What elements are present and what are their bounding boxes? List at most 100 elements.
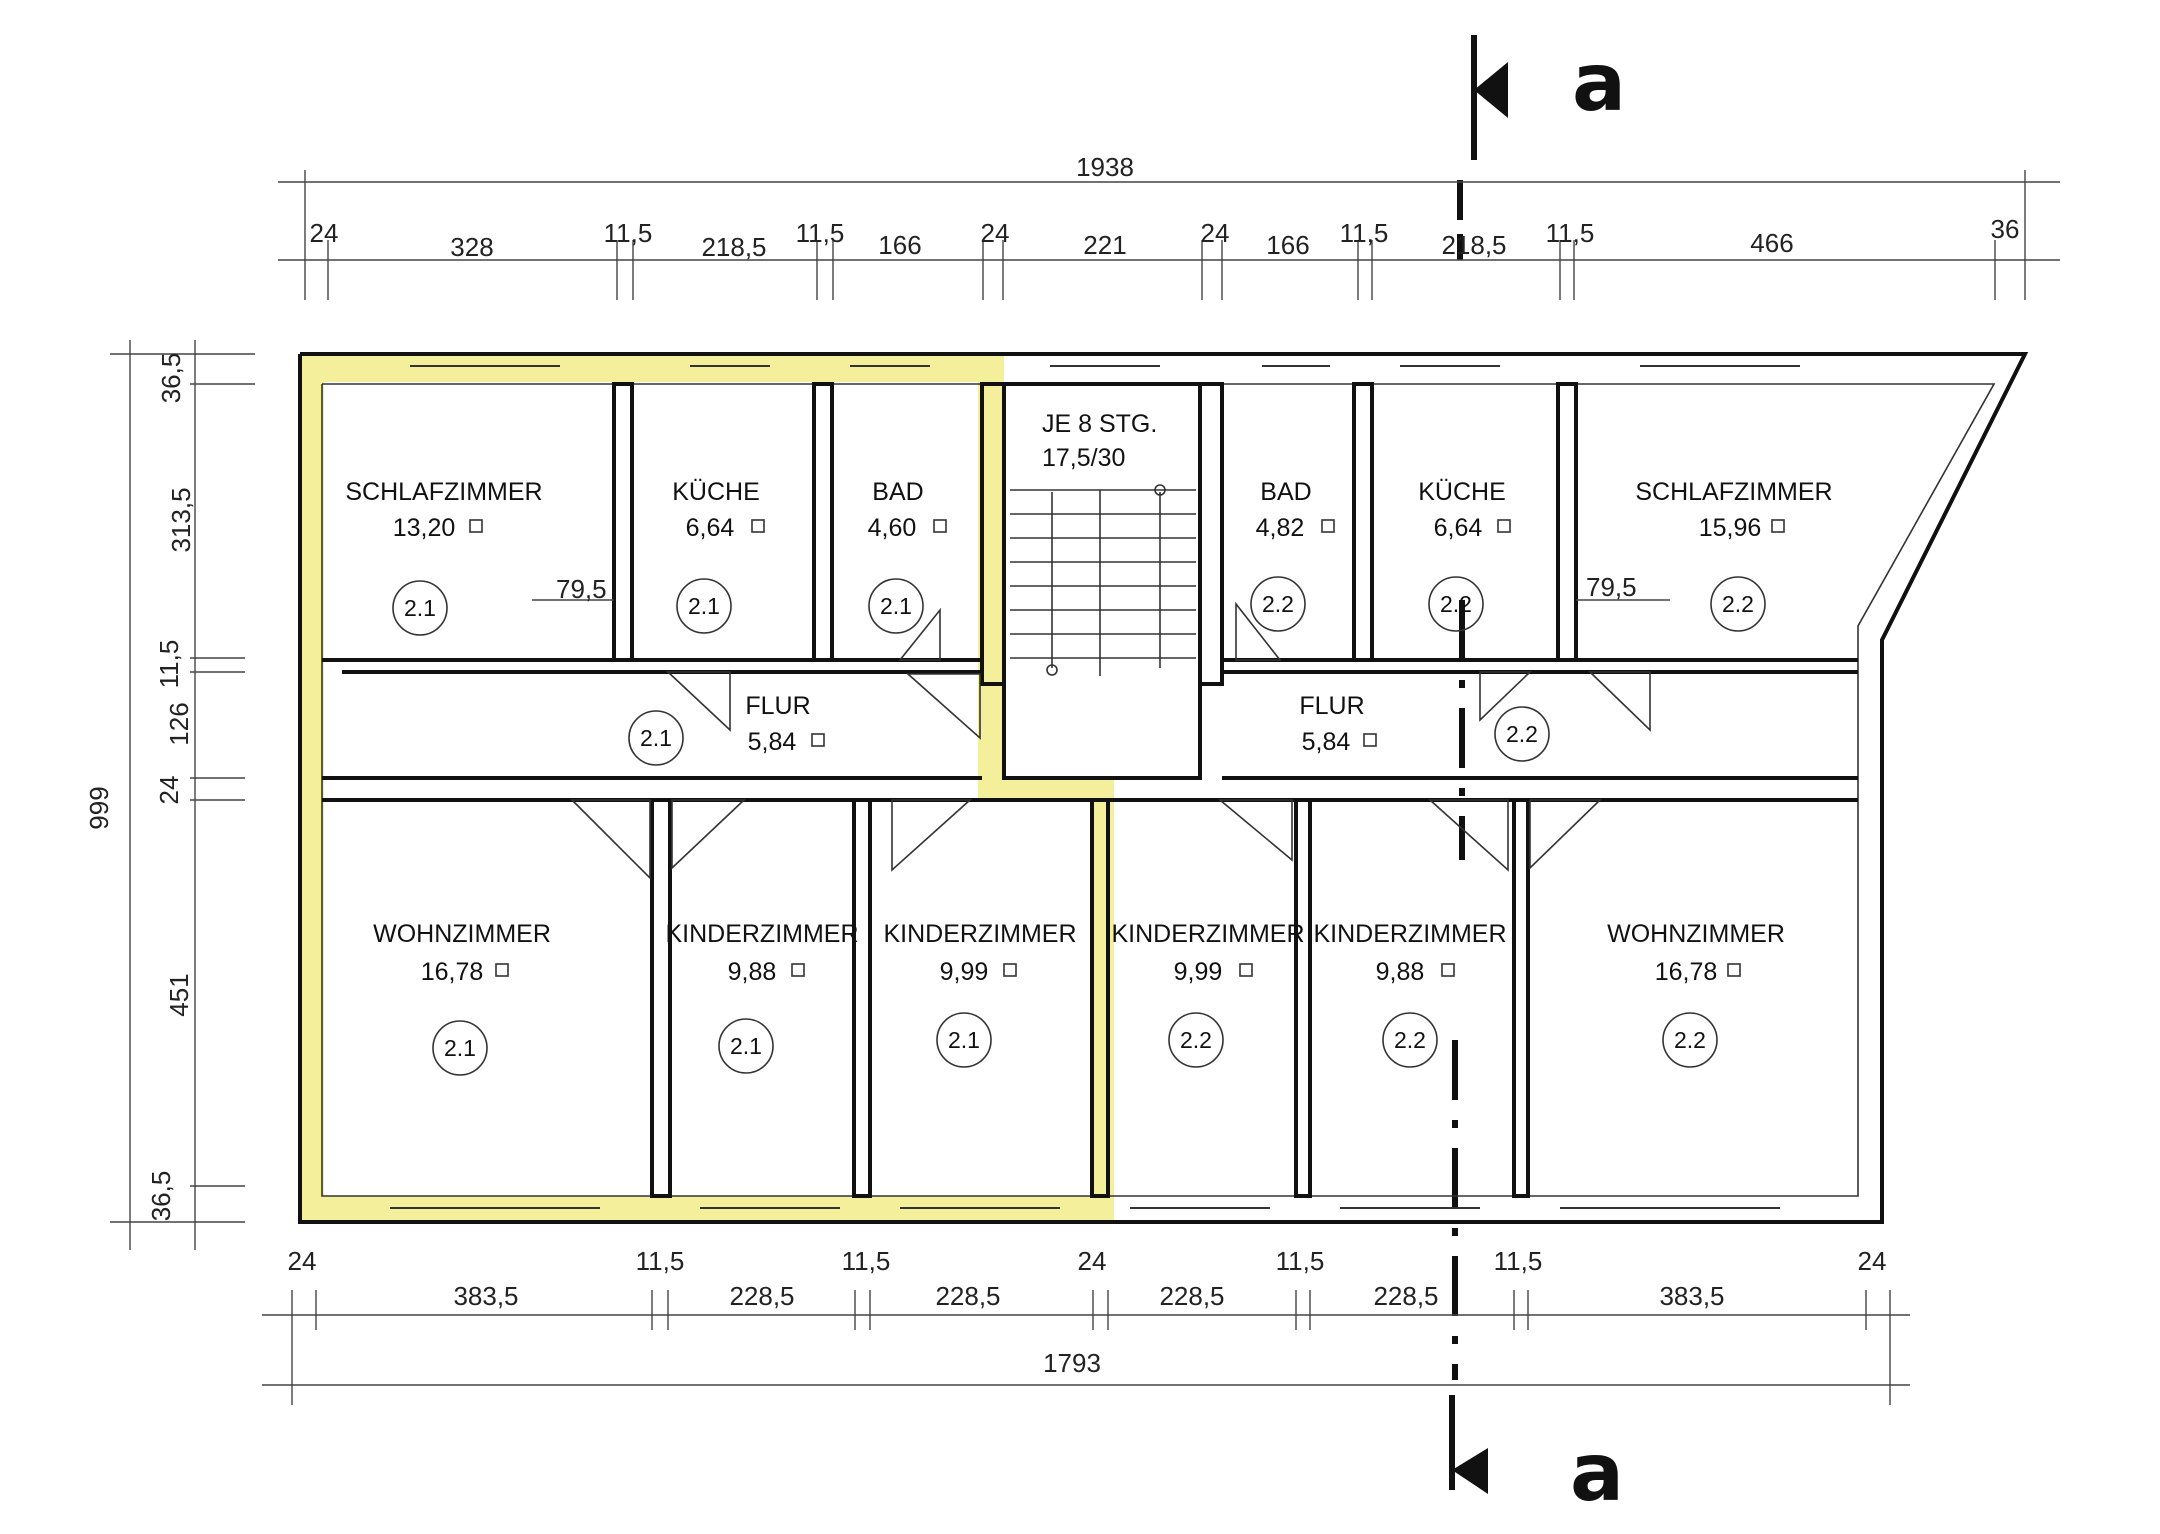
dim-bottom-total: 1793 (1043, 1348, 1101, 1378)
dim-top-seg: 166 (878, 230, 921, 260)
room-area: 16,78 (421, 958, 484, 986)
dim-bottom-seg: 11,5 (1276, 1246, 1325, 1276)
room-name: KINDERZIMMER (1111, 920, 1304, 948)
dim-top-seg: 36 (1991, 214, 2020, 244)
area-unit-square (1363, 733, 1377, 747)
dim-top-seg: 328 (450, 232, 493, 262)
staircase (1010, 484, 1196, 676)
room-name: KINDERZIMMER (665, 920, 858, 948)
dim-top-seg: 11,5 (1340, 218, 1389, 248)
room-area: 9,88 (728, 958, 777, 986)
dim-left-total: 999 (84, 786, 114, 829)
room: KINDERZIMMER 9,99 2.2 (1111, 920, 1305, 1068)
top-dimension-lines (278, 170, 2060, 300)
door-swings (570, 601, 1651, 880)
dim-top-seg: 11,5 (604, 218, 653, 248)
dim-bottom-seg: 24 (288, 1246, 317, 1276)
dim-top-seg: 11,5 (1546, 218, 1595, 248)
dim-left-seg: 36,5 (146, 1171, 176, 1222)
room-area: 5,84 (1302, 728, 1351, 756)
left-dimension-lines (110, 340, 255, 1250)
area-unit-square (1441, 963, 1455, 977)
section-line (1449, 35, 1508, 1494)
room: WOHNZIMMER 16,78 2.2 (1607, 920, 1785, 1068)
room-area: 13,20 (393, 514, 456, 542)
outer-walls (298, 352, 2029, 1224)
room-area: 4,60 (868, 514, 917, 542)
unit-circle (718, 1018, 774, 1074)
stair-label-ratio: 17,5/30 (1042, 444, 1125, 472)
unit-tag: 2.1 (404, 595, 436, 621)
dim-top-seg: 24 (310, 218, 339, 248)
unit-circle (1662, 1012, 1718, 1068)
area-unit-square (1239, 963, 1253, 977)
room-area: 4,82 (1256, 514, 1305, 542)
room-name: KINDERZIMMER (1313, 920, 1506, 948)
unit-tag: 2.2 (1394, 1027, 1426, 1053)
room-area: 6,64 (686, 514, 735, 542)
unit-circle (1710, 576, 1766, 632)
area-unit-square (933, 519, 947, 533)
room-area: 9,99 (1174, 958, 1223, 986)
unit-tag: 2.2 (1180, 1027, 1212, 1053)
dim-bottom-seg: 228,5 (1159, 1281, 1224, 1311)
dim-bottom-seg: 383,5 (1659, 1281, 1724, 1311)
section-letter-bottom: a (1570, 1426, 1624, 1519)
dim-left-seg: 126 (164, 702, 194, 745)
room: FLUR 5,84 2.2 (1299, 692, 1550, 762)
unit-circle (936, 1012, 992, 1068)
dim-bottom-seg: 383,5 (453, 1281, 518, 1311)
room-area: 9,88 (1376, 958, 1425, 986)
dim-offset-right: 79,5 (1586, 572, 1637, 602)
dim-bottom-seg: 11,5 (1494, 1246, 1543, 1276)
area-unit-square (1321, 519, 1335, 533)
room-name: FLUR (745, 692, 810, 720)
room-area: 6,64 (1434, 514, 1483, 542)
room: WOHNZIMMER 16,78 2.1 (373, 920, 551, 1076)
area-unit-square (469, 519, 483, 533)
unit-tag: 2.1 (640, 725, 672, 751)
room-name: SCHLAFZIMMER (345, 478, 542, 506)
unit-circle (868, 578, 924, 634)
room: FLUR 5,84 2.1 (628, 692, 825, 766)
dim-left-seg: 11,5 (154, 640, 184, 689)
room: BAD 4,60 2.1 (868, 478, 947, 634)
section-letter-top: a (1572, 36, 1626, 129)
room: KINDERZIMMER 9,99 2.1 (883, 920, 1077, 1068)
dim-bottom-seg: 228,5 (935, 1281, 1000, 1311)
unit-circle (1250, 576, 1306, 632)
dim-top-seg: 166 (1266, 230, 1309, 260)
room-name: BAD (1260, 478, 1311, 506)
unit-circle (628, 710, 684, 766)
dim-top-seg: 218,5 (1441, 230, 1506, 260)
room-name: WOHNZIMMER (1607, 920, 1785, 948)
dim-top-seg: 221 (1083, 230, 1126, 260)
dim-top-seg: 24 (981, 218, 1010, 248)
dim-left-seg: 24 (154, 776, 184, 805)
area-unit-square (495, 963, 509, 977)
dim-bottom-seg: 11,5 (842, 1246, 891, 1276)
room-area: 5,84 (748, 728, 797, 756)
dim-top-total: 1938 (1076, 152, 1134, 182)
area-unit-square (1771, 519, 1785, 533)
dim-top-seg: 24 (1201, 218, 1230, 248)
dim-top-seg: 466 (1750, 228, 1793, 258)
area-unit-square (1727, 963, 1741, 977)
bottom-dimension-lines (262, 1290, 1910, 1405)
stair-label-steps: JE 8 STG. (1042, 410, 1157, 438)
dim-bottom-seg: 11,5 (636, 1246, 685, 1276)
room: KÜCHE 6,64 2.2 (1418, 478, 1511, 632)
room-name: KÜCHE (672, 478, 760, 506)
unit-circle (1494, 706, 1550, 762)
area-unit-square (751, 519, 765, 533)
unit-tag: 2.1 (948, 1027, 980, 1053)
room-name: BAD (872, 478, 923, 506)
room-name: KINDERZIMMER (883, 920, 1076, 948)
area-unit-square (1497, 519, 1511, 533)
room-name: KÜCHE (1418, 478, 1506, 506)
area-unit-square (1003, 963, 1017, 977)
room-name: WOHNZIMMER (373, 920, 551, 948)
dim-left-seg: 36,5 (156, 353, 186, 404)
dim-left-seg: 313,5 (166, 487, 196, 552)
